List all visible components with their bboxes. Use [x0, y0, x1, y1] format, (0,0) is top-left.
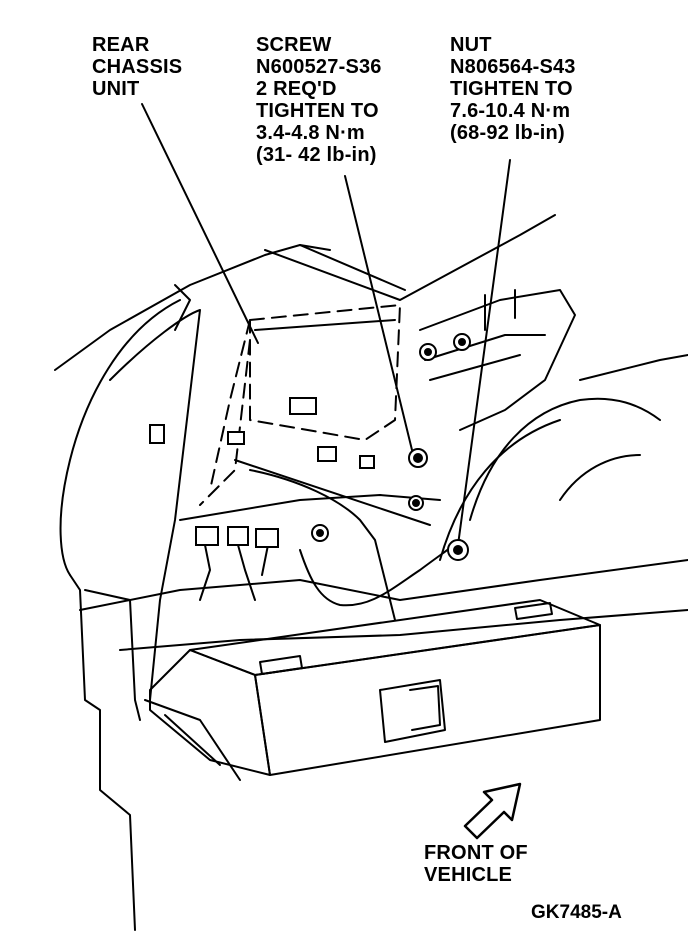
right-body	[559, 454, 641, 501]
callout-line: 2 REQ'D	[256, 78, 337, 100]
wheel-arch	[59, 299, 181, 576]
right-bracket	[419, 289, 576, 431]
pipe	[249, 469, 396, 621]
chassis-unit-top	[254, 319, 396, 331]
leader-nut	[457, 159, 511, 546]
roof-line-2	[299, 244, 406, 291]
block-icon	[289, 397, 317, 415]
callout-line: N600527-S36	[256, 56, 382, 78]
cross-member-top	[189, 599, 601, 676]
right-fender	[469, 397, 661, 521]
callout-line: NUT	[450, 34, 492, 56]
roof-line	[264, 214, 556, 301]
clip-icon-2	[317, 446, 337, 462]
callout-line: 3.4-4.8 N·m	[256, 122, 365, 144]
right-upright	[484, 289, 516, 331]
callout-line: SCREW	[256, 34, 332, 56]
callout-line: REAR	[92, 34, 150, 56]
cross-member-slot-inner	[409, 685, 441, 731]
callout-line: N806564-S43	[450, 56, 576, 78]
clip-icon-4	[149, 424, 165, 444]
figure-id: GK7485-A	[531, 902, 622, 923]
callout-line: 7.6-10.4 N·m	[450, 100, 571, 122]
bracket-foot	[144, 699, 241, 781]
left-body-panel	[54, 244, 331, 371]
cross-member-front	[254, 624, 601, 776]
chassis-unit-outline-2	[199, 319, 251, 506]
callout-line: FRONT OF	[424, 842, 528, 864]
front-arrow-icon	[463, 782, 522, 840]
right-fender-outer	[579, 354, 688, 381]
slot-right	[514, 602, 553, 620]
left-pillar	[69, 574, 136, 931]
right-bracket-inner	[424, 334, 546, 381]
floor-edge-3	[119, 609, 688, 651]
right-fender-2	[439, 419, 561, 561]
callout-line: CHASSIS	[92, 56, 183, 78]
callout-line: VEHICLE	[424, 864, 513, 886]
leader-rear-chassis	[141, 103, 259, 344]
callout-line: TIGHTEN TO	[256, 100, 379, 122]
callout-line: (31- 42 lb-in)	[256, 144, 377, 166]
cross-member-left	[149, 649, 271, 776]
clip-icon-3	[359, 455, 375, 469]
connector-icon-3	[255, 528, 279, 548]
cross-member-slot	[379, 679, 446, 743]
clip-icon-1	[227, 431, 245, 445]
left-flange	[84, 589, 141, 721]
wire-harness	[299, 539, 461, 607]
wire-harness-2	[199, 544, 269, 601]
leader-screw	[344, 175, 413, 451]
pipe-2	[234, 459, 431, 526]
callout-line: UNIT	[92, 78, 140, 100]
connector-icon-1	[195, 526, 219, 546]
callout-line: TIGHTEN TO	[450, 78, 573, 100]
connector-icon-2	[227, 526, 249, 546]
rear-chassis-unit-callout: REAR CHASSIS UNIT	[92, 34, 182, 100]
callout-line: (68-92 lb-in)	[450, 122, 565, 144]
floor-edge-2	[79, 559, 688, 611]
pillar-edge	[174, 284, 191, 331]
front-of-vehicle-callout: FRONT OF VEHICLE	[424, 842, 528, 886]
slot-left	[259, 655, 303, 675]
floor-edge	[179, 494, 441, 521]
inner-pillar	[109, 309, 201, 701]
nut-callout: NUT N806564-S43 TIGHTEN TO 7.6-10.4 N·m …	[450, 34, 576, 144]
screw-callout: SCREW N600527-S36 2 REQ'D TIGHTEN TO 3.4…	[256, 34, 382, 166]
